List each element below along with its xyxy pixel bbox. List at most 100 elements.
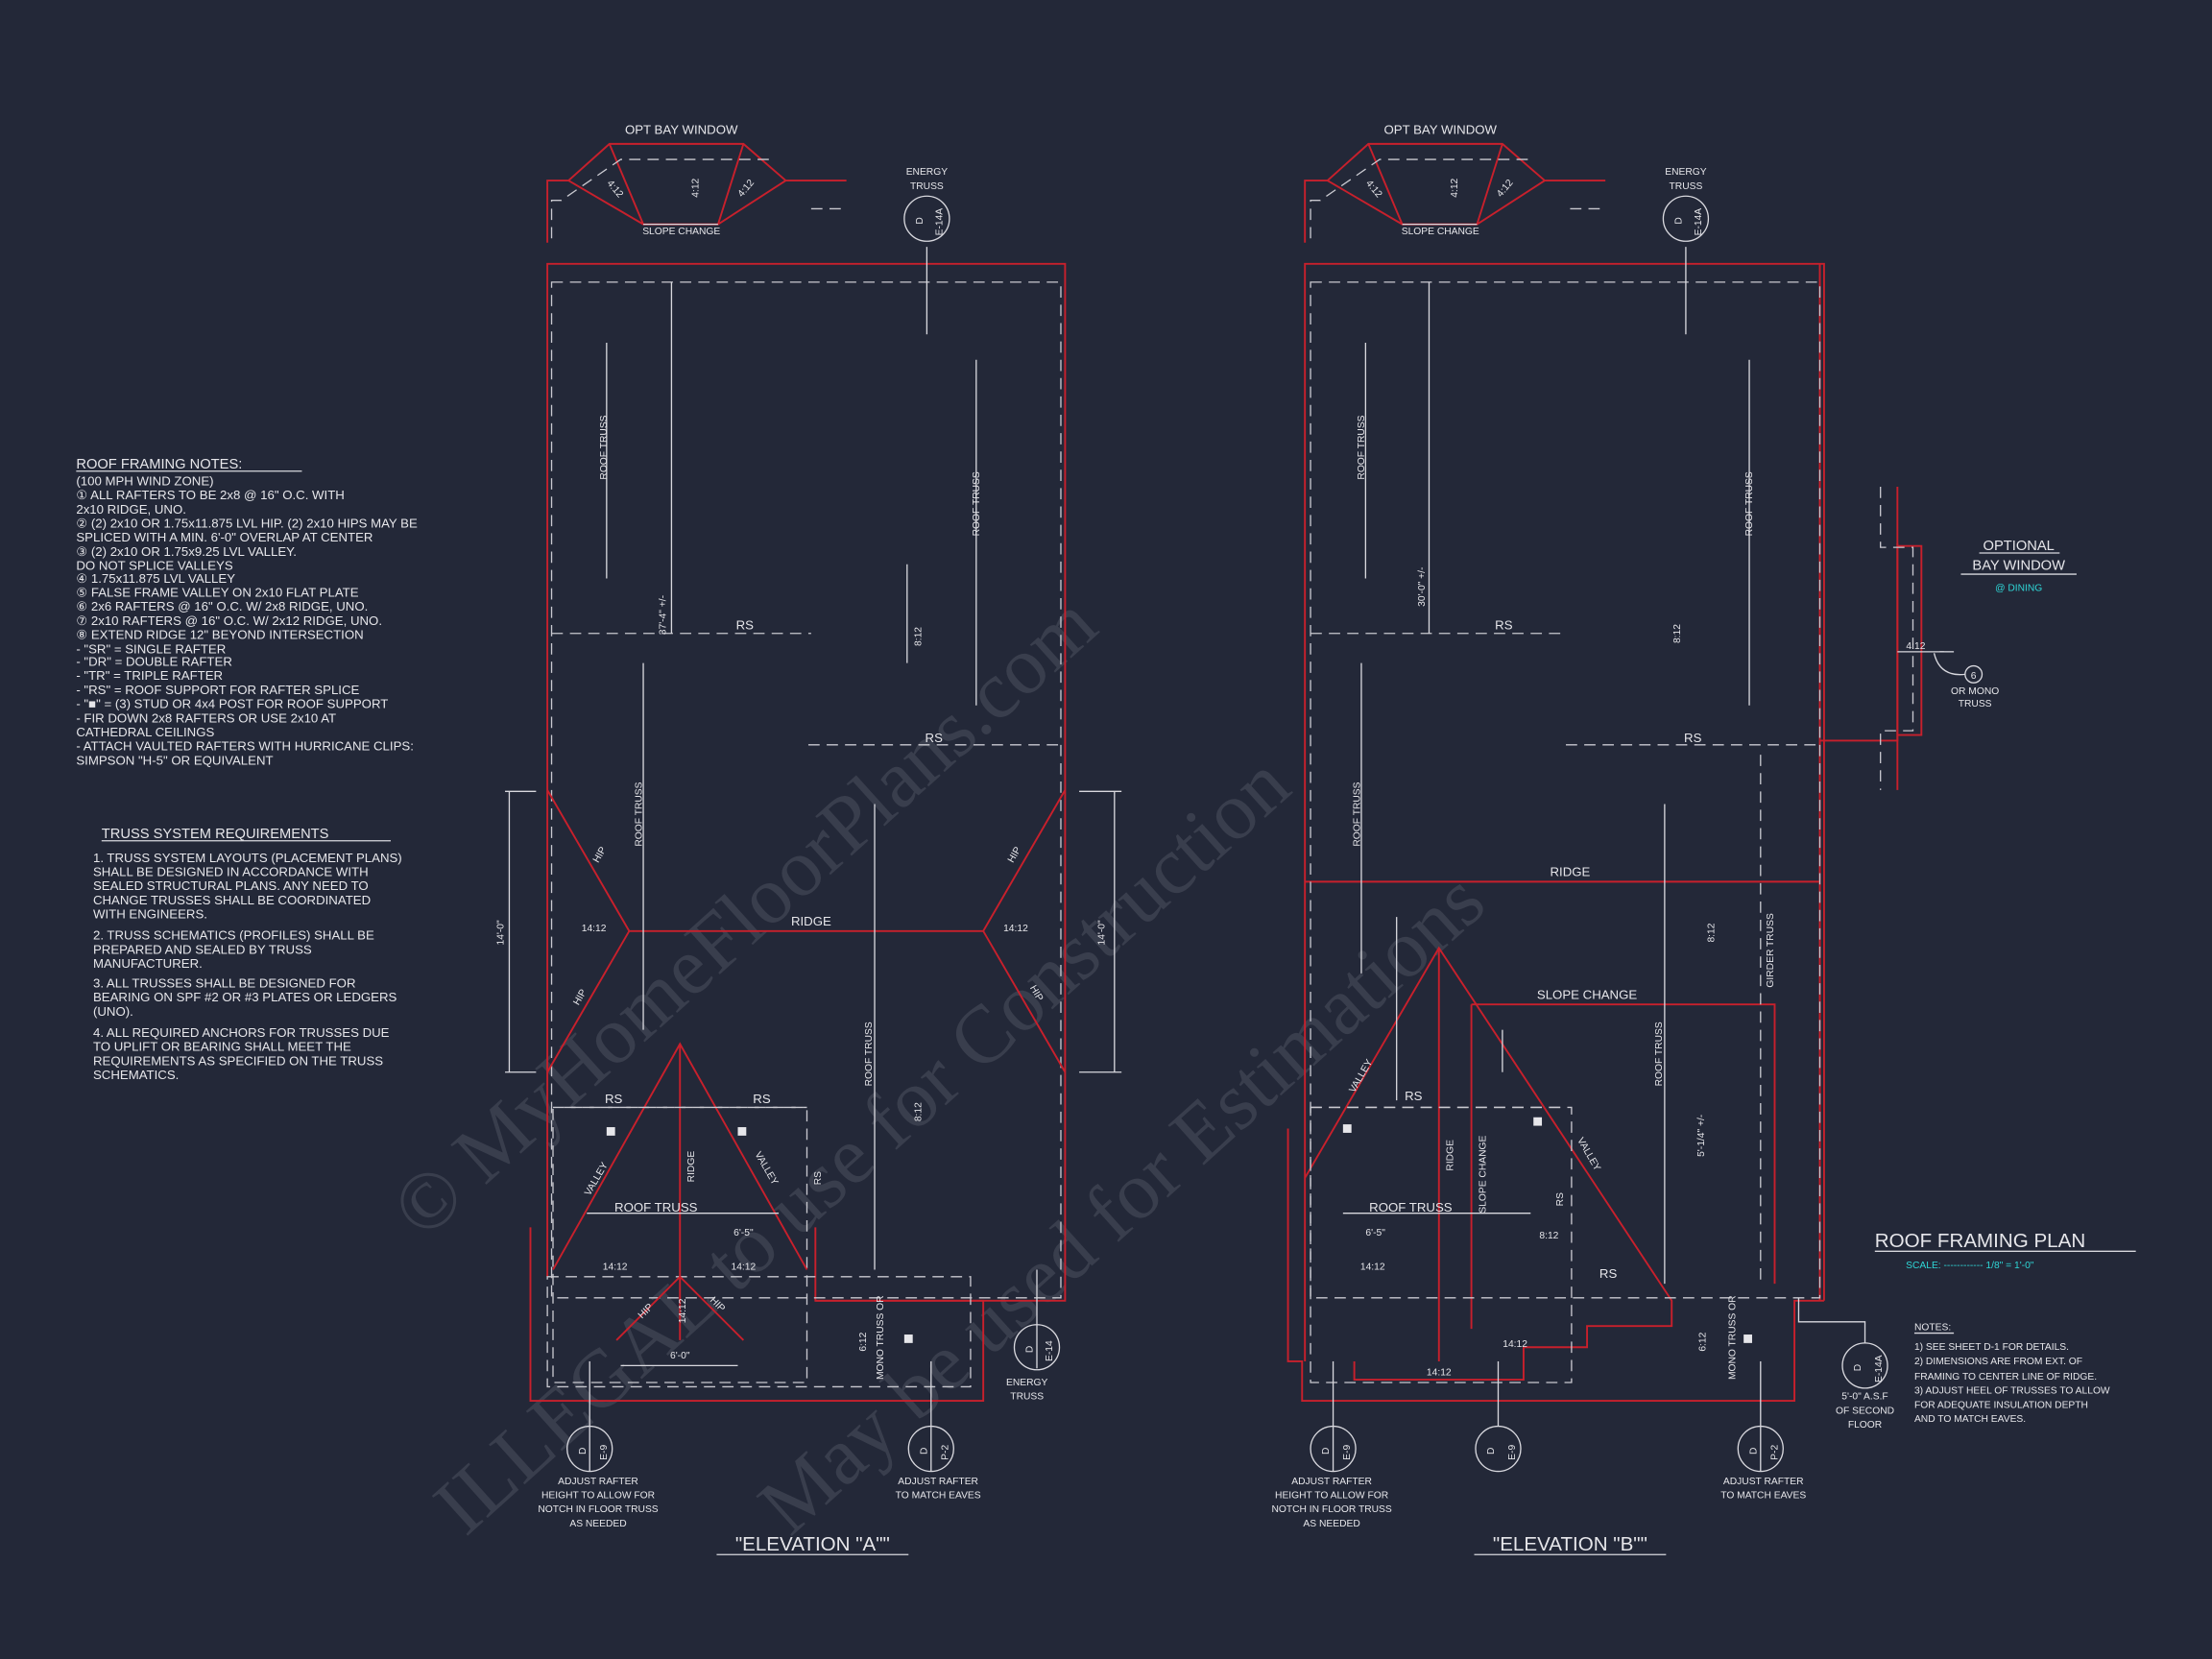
- detail-marker-sheet: E-14A: [1874, 1355, 1885, 1382]
- truss-line: SHALL BE DESIGNED IN ACCORDANCE WITH: [93, 864, 369, 878]
- optional-bay-title: OPTIONAL: [1984, 539, 2055, 554]
- rs-label: RS: [605, 1092, 623, 1106]
- mono-truss-label: MONO TRUSS OR: [876, 1295, 886, 1380]
- truss-line: WITH ENGINEERS.: [93, 907, 207, 922]
- roof-truss-label: ROOF TRUSS: [1352, 781, 1362, 846]
- roof-truss-label: ROOF TRUSS: [1744, 471, 1755, 536]
- detail-marker-letter: D: [1321, 1448, 1332, 1455]
- detail-marker-letter: D: [1748, 1448, 1759, 1455]
- dimension-label: 30'-0" +/-: [1417, 567, 1428, 607]
- adjust-rafter-note: ADJUST RAFTER: [1723, 1477, 1804, 1487]
- detail-marker[interactable]: D E-14A: [903, 195, 950, 242]
- pitch-label: 6:12: [858, 1332, 869, 1351]
- energy-truss-label: TRUSS: [910, 181, 944, 192]
- plan-note: AND TO MATCH EAVES.: [1914, 1414, 2026, 1425]
- pitch-label: 14:12: [582, 924, 607, 934]
- truss-line: MANUFACTURER.: [93, 956, 203, 971]
- detail-marker[interactable]: D E-14A: [1662, 195, 1710, 242]
- detail-marker[interactable]: D E-14A: [1797, 1297, 1888, 1389]
- note-line: ⑤ FALSE FRAME VALLEY ON 2x10 FLAT PLATE: [76, 586, 358, 600]
- pitch-label: 14:12: [732, 1262, 757, 1272]
- detail-marker-letter: D: [578, 1448, 589, 1455]
- detail-marker-sheet: P-2: [1769, 1445, 1780, 1460]
- adjust-rafter-note: NOTCH IN FLOOR TRUSS: [538, 1504, 658, 1515]
- energy-truss-label: TRUSS: [1670, 181, 1703, 192]
- truss-line: SCHEMATICS.: [93, 1068, 179, 1082]
- ridge-label: RIDGE: [686, 1151, 697, 1183]
- dimension-label: 5'-1/4" +/-: [1696, 1115, 1707, 1157]
- note-line: ③ (2) 2x10 OR 1.75x9.25 LVL VALLEY.: [76, 544, 297, 559]
- note-line: SIMPSON "H-5" OR EQUIVALENT: [76, 753, 273, 767]
- note-line: - "RS" = ROOF SUPPORT FOR RAFTER SPLICE: [76, 683, 359, 697]
- detail-marker-letter: D: [1486, 1448, 1497, 1455]
- pitch-label: 4:12: [1906, 641, 1925, 652]
- truss-line: 4. ALL REQUIRED ANCHORS FOR TRUSSES DUE: [93, 1025, 390, 1040]
- detail-marker[interactable]: D P-2: [907, 1360, 954, 1473]
- roof-truss-label: ROOF TRUSS: [614, 1200, 698, 1214]
- detail-marker[interactable]: D P-2: [1737, 1360, 1784, 1473]
- note-line: ⑦ 2x10 RAFTERS @ 16" O.C. W/ 2x12 RIDGE,…: [76, 613, 382, 628]
- bay-window-label: OPT BAY WINDOW: [625, 123, 738, 137]
- roof-notes-title: ROOF FRAMING NOTES:: [76, 457, 242, 472]
- truss-line: (UNO).: [93, 1004, 133, 1019]
- dimension-label: 14'-0": [496, 920, 507, 946]
- energy-truss-label: ENERGY: [906, 167, 949, 178]
- rs-label: RS: [926, 731, 944, 745]
- rs-label: RS: [736, 617, 755, 632]
- note-line: - "DR" = DOUBLE RAFTER: [76, 655, 232, 669]
- detail-marker-sheet: E-14A: [935, 208, 946, 236]
- note-number: 6: [1971, 671, 1977, 682]
- detail-marker[interactable]: D E-9: [1310, 1360, 1357, 1473]
- energy-truss-label: TRUSS: [1010, 1392, 1044, 1403]
- optional-bay-window-detail: 6 4:12 OR MONO TRUSS OPTIONAL BAY WINDOW…: [1880, 486, 2077, 790]
- detail-marker[interactable]: D E-9: [1475, 1360, 1522, 1473]
- girder-truss-label: GIRDER TRUSS: [1766, 913, 1776, 988]
- pitch-label: 6:12: [1697, 1332, 1708, 1351]
- pitch-label: 8:12: [1672, 624, 1683, 643]
- truss-line: PREPARED AND SEALED BY TRUSS: [93, 942, 312, 956]
- detail-marker[interactable]: D E-9: [566, 1360, 613, 1473]
- pitch-label: 8:12: [1539, 1231, 1558, 1241]
- note-line: - "TR" = TRIPLE RAFTER: [76, 668, 223, 683]
- pitch-label: 14:12: [1427, 1368, 1452, 1379]
- slope-change-label: SLOPE CHANGE: [1537, 987, 1637, 1001]
- note-line: ④ 1.75x11.875 LVL VALLEY: [76, 571, 235, 586]
- detail-marker-sheet: E-14: [1045, 1340, 1055, 1361]
- rs-label: RS: [1495, 617, 1513, 632]
- truss-line: TO UPLIFT OR BEARING SHALL MEET THE: [93, 1040, 351, 1054]
- asf-note: FLOOR: [1848, 1420, 1882, 1431]
- roof-truss-label: ROOF TRUSS: [635, 781, 645, 846]
- slope-change-label: SLOPE CHANGE: [642, 227, 720, 237]
- detail-marker-letter: D: [1853, 1364, 1863, 1371]
- truss-line: 2. TRUSS SCHEMATICS (PROFILES) SHALL BE: [93, 928, 374, 943]
- detail-marker-letter: D: [1674, 217, 1685, 224]
- note-line: CATHEDRAL CEILINGS: [76, 725, 214, 739]
- energy-truss-label: ENERGY: [1006, 1378, 1048, 1388]
- detail-marker-sheet: E-9: [1507, 1445, 1518, 1460]
- truss-system-requirements: TRUSS SYSTEM REQUIREMENTS 1. TRUSS SYSTE…: [93, 827, 402, 1082]
- rs-label: RS: [1684, 731, 1702, 745]
- note-line: - "■" = (3) STUD OR 4x4 POST FOR ROOF SU…: [76, 697, 388, 711]
- adjust-rafter-note: AS NEEDED: [569, 1519, 626, 1529]
- mono-truss-note: TRUSS: [1959, 699, 1992, 709]
- detail-marker-letter: D: [919, 1448, 929, 1455]
- adjust-rafter-note: TO MATCH EAVES: [1720, 1490, 1806, 1501]
- detail-marker[interactable]: D E-14: [1013, 1269, 1061, 1371]
- rs-label: RS: [813, 1171, 824, 1185]
- dimension-label: 6'-5": [733, 1228, 754, 1238]
- asf-note: OF SECOND: [1836, 1406, 1894, 1416]
- detail-marker-sheet: P-2: [940, 1445, 950, 1460]
- note-line: - ATTACH VAULTED RAFTERS WITH HURRICANE …: [76, 739, 414, 754]
- ridge-label: RIDGE: [1445, 1140, 1455, 1171]
- adjust-rafter-note: TO MATCH EAVES: [896, 1490, 981, 1501]
- roof-truss-label: ROOF TRUSS: [1369, 1200, 1453, 1214]
- adjust-rafter-note: ADJUST RAFTER: [1291, 1477, 1372, 1487]
- rs-label: RS: [753, 1092, 771, 1106]
- rs-label: RS: [1599, 1266, 1618, 1281]
- asf-note: 5'-0" A.S.F: [1841, 1392, 1887, 1403]
- truss-line: CHANGE TRUSSES SHALL BE COORDINATED: [93, 893, 371, 907]
- pitch-label: 14:12: [603, 1262, 628, 1272]
- truss-line: 1. TRUSS SYSTEM LAYOUTS (PLACEMENT PLANS…: [93, 851, 402, 865]
- pitch-label: 8:12: [914, 1102, 925, 1121]
